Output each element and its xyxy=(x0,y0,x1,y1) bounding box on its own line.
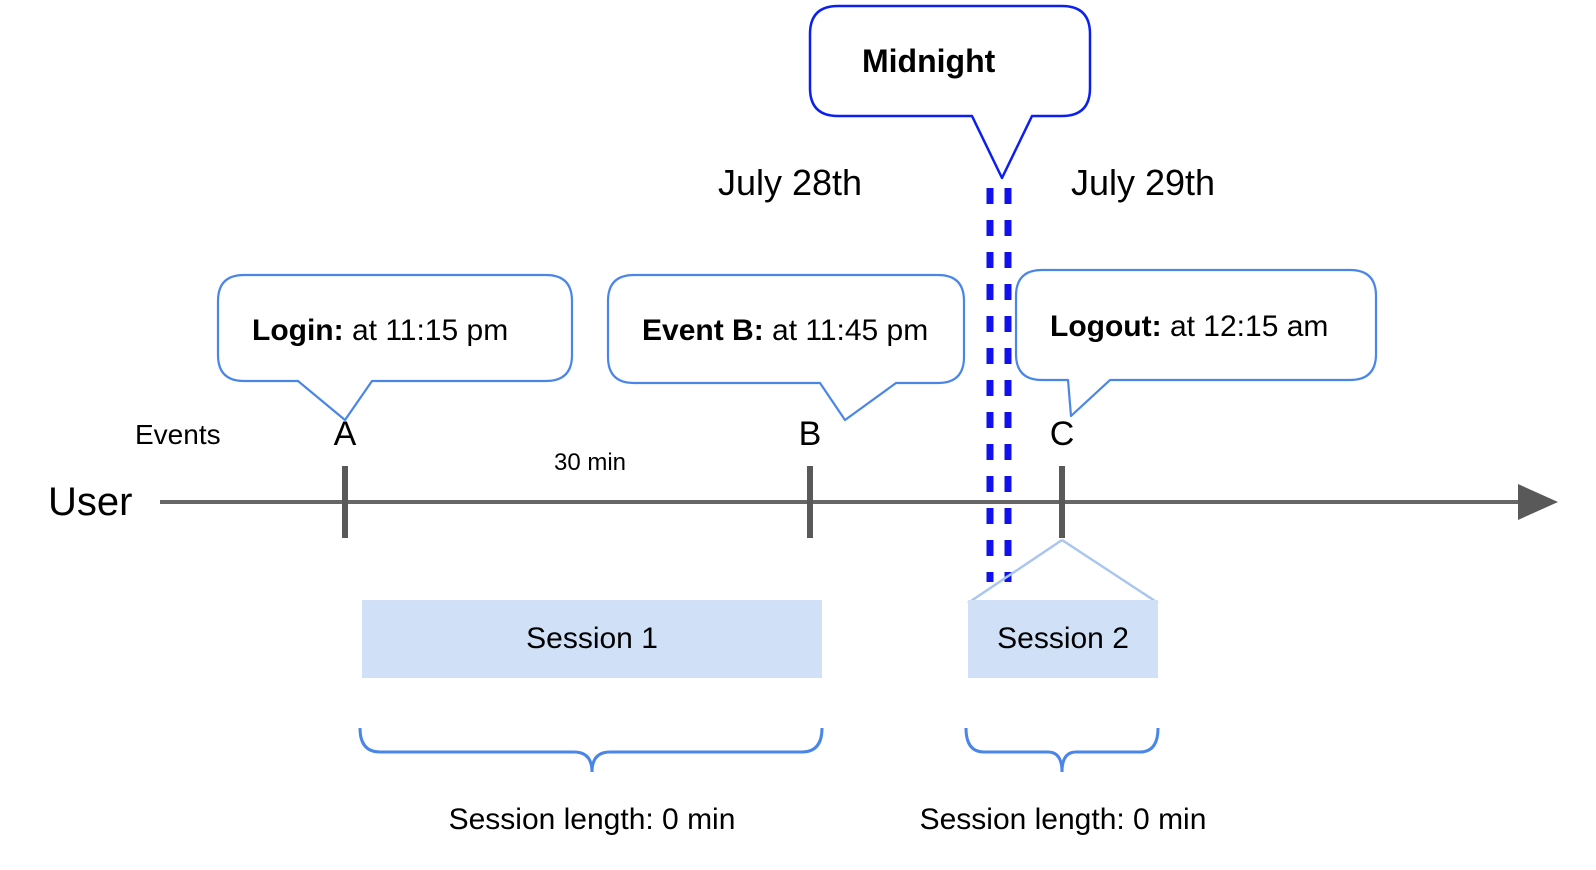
event-callout-eventb-bubble xyxy=(606,273,966,422)
event-callout-login-rest: at 11:15 pm xyxy=(344,314,509,347)
event-callout-eventb-text: Event B: at 11:45 pm xyxy=(642,314,928,347)
user-row-label: User xyxy=(48,480,132,524)
timeline-axis xyxy=(160,466,1558,538)
event-callout-login: Login: at 11:15 pm xyxy=(216,273,574,422)
event-callout-eventb-rest: at 11:45 pm xyxy=(764,314,929,347)
event-callout-logout-text: Logout: at 12:15 am xyxy=(1050,310,1328,343)
timeline-axis-arrowhead xyxy=(1518,484,1558,520)
session-1-bar xyxy=(362,600,822,678)
session-1-length-label: Session length: 0 min xyxy=(449,803,736,836)
midnight-callout: Midnight xyxy=(808,4,1092,180)
session-1-brace xyxy=(358,727,824,773)
session-bars: Session 1 Session 2 xyxy=(362,600,1158,678)
event-callout-login-bubble xyxy=(216,273,574,422)
event-letter-b: B xyxy=(799,415,822,453)
event-callout-logout-bubble xyxy=(1014,268,1378,418)
event-callout-logout: Logout: at 12:15 am xyxy=(1014,268,1378,418)
event-callout-logout-rest: at 12:15 am xyxy=(1162,310,1329,343)
session-2-brace xyxy=(964,727,1160,773)
event-callout-logout-bold: Logout: xyxy=(1050,310,1162,343)
midnight-label: Midnight xyxy=(862,43,996,79)
midnight-callout-bubble xyxy=(808,4,1092,180)
event-callout-login-bold: Login: xyxy=(252,314,344,347)
event-callout-eventb-bold: Event B: xyxy=(642,314,764,347)
session-2-leader-lines xyxy=(967,538,1159,605)
session-length-braces xyxy=(358,727,1160,773)
session-1-label: Session 1 xyxy=(526,622,658,655)
event-letter-c: C xyxy=(1050,415,1075,453)
session-2-label: Session 2 xyxy=(997,622,1129,655)
event-letter-a: A xyxy=(334,415,357,453)
session-2-bar xyxy=(968,600,1158,678)
session-length-labels: Session length: 0 min Session length: 0 … xyxy=(449,803,1207,836)
duration-label-30min: 30 min xyxy=(554,449,626,476)
session-2-leader-right xyxy=(1061,538,1159,605)
date-label-july-29: July 29th xyxy=(1071,162,1215,203)
event-callout-login-text: Login: at 11:15 pm xyxy=(252,314,508,347)
date-labels: July 28th July 29th xyxy=(718,162,1215,203)
midnight-divider-lines xyxy=(986,188,1012,582)
event-letters: A B C xyxy=(334,415,1075,453)
session-2-length-label: Session length: 0 min xyxy=(920,803,1207,836)
session-2-leader-left xyxy=(967,538,1063,605)
date-label-july-28: July 28th xyxy=(718,162,862,203)
event-callout-eventb: Event B: at 11:45 pm xyxy=(606,273,966,422)
events-row-label: Events xyxy=(135,419,221,450)
